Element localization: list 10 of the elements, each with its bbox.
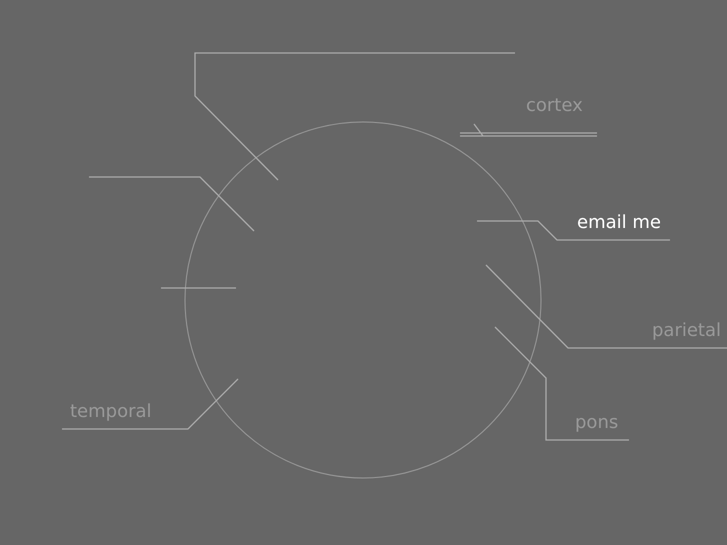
leader-line [477, 220, 670, 241]
leader-line [459, 123, 598, 137]
leader-line [62, 378, 238, 430]
leader-line [486, 264, 727, 349]
brain-outline-circle [184, 122, 542, 478]
leader-line [494, 326, 629, 441]
leader-line [194, 52, 515, 180]
leader-line [89, 176, 254, 232]
link-label: email me [577, 212, 661, 240]
leader-line [161, 287, 236, 289]
